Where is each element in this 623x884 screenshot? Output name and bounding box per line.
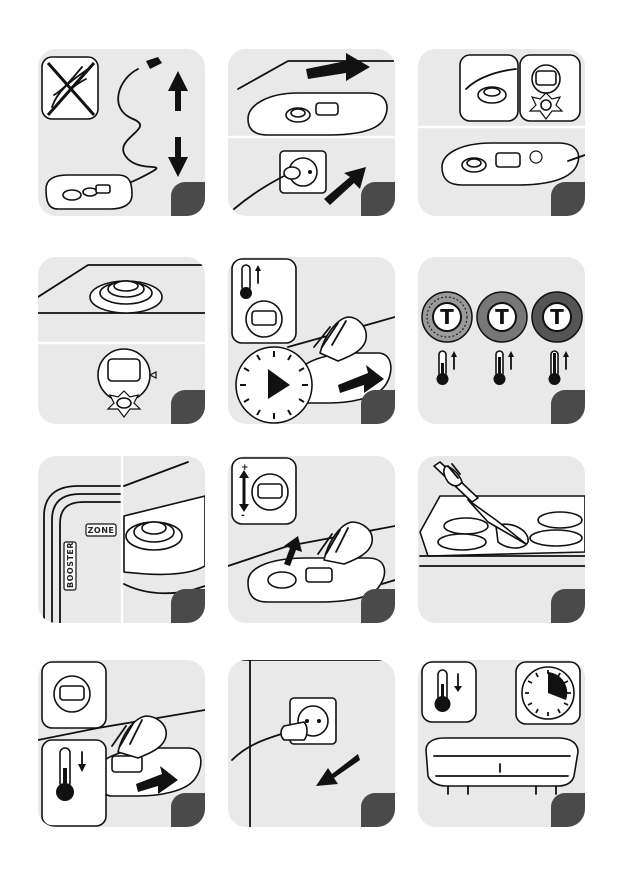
step-number-box bbox=[361, 589, 395, 623]
panel-11 bbox=[228, 660, 395, 827]
panel-9 bbox=[418, 456, 585, 623]
panel-12 bbox=[418, 660, 585, 827]
thermo-spot-letter: T bbox=[495, 305, 509, 329]
step-number-box bbox=[361, 390, 395, 424]
panel-8: + - bbox=[228, 456, 395, 623]
panel-7: BOOSTER ZONE bbox=[38, 456, 205, 623]
step-number-box bbox=[551, 182, 585, 216]
minus-sign: - bbox=[241, 511, 245, 521]
thermo-spot-letter: T bbox=[440, 305, 454, 329]
panel-2 bbox=[228, 49, 395, 216]
panel-4 bbox=[38, 257, 205, 424]
step-number-box bbox=[171, 793, 205, 827]
panel-5 bbox=[228, 257, 395, 424]
zone-label: ZONE bbox=[88, 526, 115, 535]
booster-label: BOOSTER bbox=[66, 542, 75, 588]
step-number-box bbox=[551, 589, 585, 623]
step-number-box bbox=[551, 793, 585, 827]
step-number-box bbox=[551, 390, 585, 424]
step-number-box bbox=[171, 390, 205, 424]
step-number-box bbox=[171, 182, 205, 216]
step-number-box bbox=[171, 589, 205, 623]
step-number-box bbox=[361, 793, 395, 827]
thermo-spot-letter: T bbox=[550, 305, 564, 329]
panel-3 bbox=[418, 49, 585, 216]
panel-6: T T T bbox=[418, 257, 585, 424]
step-number-box bbox=[361, 182, 395, 216]
panel-1 bbox=[38, 49, 205, 216]
panel-10 bbox=[38, 660, 205, 827]
